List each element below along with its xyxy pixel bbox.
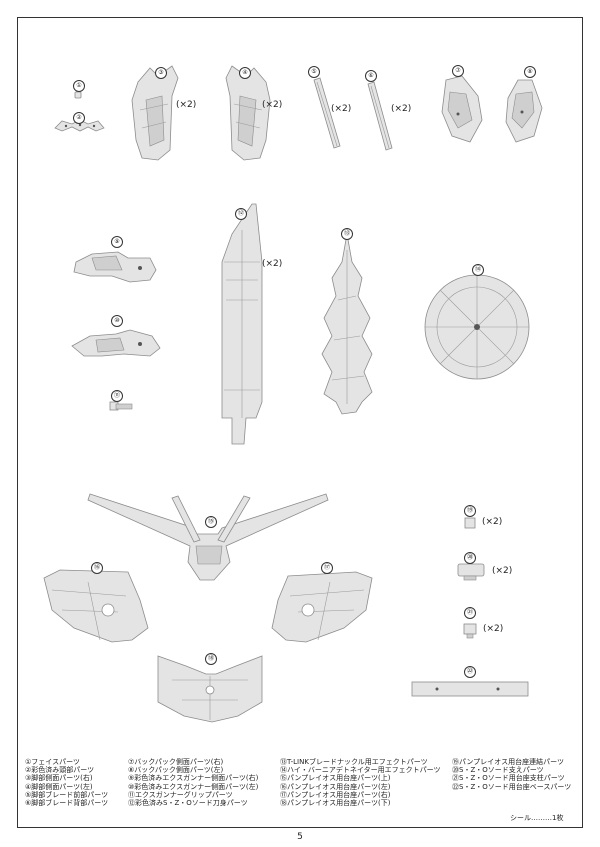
legend-item: ⑬T-LINKブレードナックル用エフェクトパーツ — [280, 758, 428, 766]
part-number-22: ㉒ — [464, 666, 476, 678]
part-16-base-left-shape — [43, 569, 149, 643]
part-number-17: ⑰ — [321, 562, 333, 574]
part-5-blade-front-shape — [313, 77, 341, 149]
part-12-quantity: (×2) — [262, 259, 283, 269]
legend-column-3: ⑬T-LINKブレードナックル用エフェクトパーツ ⑭ハイ・バーニアデトネイター用… — [280, 758, 440, 807]
legend-item: ⑱パンプレイオス用台座パーツ(下) — [280, 799, 391, 808]
part-4-quantity: (×2) — [262, 100, 283, 110]
part-3-quantity: (×2) — [176, 100, 197, 110]
legend-item: ⑩彩色済みエクスガンナー側面パーツ(左) — [128, 782, 259, 791]
part-number-13: ⑬ — [341, 228, 353, 240]
part-14-disc-effect-shape — [424, 274, 530, 380]
part-19-connector-shape — [464, 517, 476, 529]
legend-item: ⑭ハイ・バーニアデトネイター用エフェクトパーツ — [280, 766, 441, 775]
part-20-support-shape — [457, 563, 485, 581]
part-number-8: ⑧ — [524, 66, 536, 78]
part-2-head-shape — [54, 119, 105, 132]
legend-item: ⑮パンプレイオス用台座パーツ(上) — [280, 774, 391, 783]
legend-item: ⑲パンプレイオス用台座連結パーツ — [452, 758, 564, 766]
part-3-leg-side-right-shape — [131, 65, 179, 161]
part-number-11: ⑪ — [111, 390, 123, 402]
part-11-grip-shape — [109, 401, 133, 411]
part-21-quantity: (×2) — [483, 624, 504, 634]
part-18-base-bottom-shape — [157, 655, 263, 723]
part-6-blade-back-shape — [367, 81, 393, 151]
part-number-10: ⑩ — [111, 315, 123, 327]
part-6-quantity: (×2) — [391, 104, 412, 114]
part-number-6: ⑥ — [365, 70, 377, 82]
legend-item: ⑫彩色済みS・Z・Oソード刀身パーツ — [128, 799, 248, 808]
legend-item: ⑨彩色済みエクスガンナー側面パーツ(右) — [128, 774, 259, 783]
legend-item: ⑯パンプレイオス用台座パーツ(左) — [280, 782, 391, 791]
page-number: 5 — [297, 832, 303, 842]
part-12-sword-shape — [221, 203, 263, 445]
legend-item: ⑳S・Z・Oソード支えパーツ — [452, 766, 544, 775]
part-number-20: ⑳ — [464, 552, 476, 564]
legend-item: ④脚部側面パーツ(左) — [25, 782, 93, 791]
legend-item: ⑰パンプレイオス用台座パーツ(右) — [280, 790, 391, 799]
part-number-21: ㉑ — [464, 607, 476, 619]
legend-item: ⑥脚部ブレード背部パーツ — [25, 799, 109, 808]
page-frame — [17, 17, 583, 828]
part-number-4: ④ — [239, 67, 251, 79]
legend-item: ⑧バックパック側面パーツ(左) — [128, 766, 224, 775]
part-21-pillar-shape — [463, 623, 477, 639]
part-number-5: ⑤ — [308, 66, 320, 78]
legend-item: ⑤脚部ブレード前部パーツ — [25, 790, 109, 799]
part-17-base-right-shape — [271, 571, 373, 643]
legend-item: ⑪エクスガンナーグリップパーツ — [128, 790, 233, 799]
part-15-base-top-shape — [87, 493, 329, 581]
part-7-backpack-right-shape — [441, 75, 483, 143]
part-5-quantity: (×2) — [331, 104, 352, 114]
legend-item: ①フェイスパーツ — [25, 758, 80, 766]
legend-column-2: ⑦バックパック側面パーツ(右) ⑧バックパック側面パーツ(左) ⑨彩色済みエクス… — [128, 758, 258, 807]
part-9-exgunner-right-shape — [73, 251, 157, 283]
part-number-3: ③ — [155, 67, 167, 79]
part-number-19: ⑲ — [464, 505, 476, 517]
part-number-18: ⑱ — [205, 653, 217, 665]
part-number-1: ① — [73, 80, 85, 92]
part-10-exgunner-left-shape — [71, 329, 161, 357]
part-number-16: ⑯ — [91, 562, 103, 574]
legend-column-4: ⑲パンプレイオス用台座連結パーツ ⑳S・Z・Oソード支えパーツ ㉑S・Z・Oソー… — [452, 758, 571, 791]
part-number-14: ⑭ — [472, 264, 484, 276]
part-20-quantity: (×2) — [492, 566, 513, 576]
part-13-flame-effect-shape — [321, 233, 373, 415]
part-number-2: ② — [73, 112, 85, 124]
legend-item: ㉑S・Z・Oソード用台座支柱パーツ — [452, 774, 565, 783]
part-8-backpack-left-shape — [505, 79, 543, 143]
legend-item: ③脚部側面パーツ(右) — [25, 774, 93, 783]
part-19-quantity: (×2) — [482, 517, 503, 527]
part-22-sword-base-shape — [411, 681, 529, 697]
part-number-9: ⑨ — [111, 236, 123, 248]
part-1-face-shape — [74, 91, 82, 99]
legend-column-1: ①フェイスパーツ ②彩色済み頭部パーツ ③脚部側面パーツ(右) ④脚部側面パーツ… — [25, 758, 108, 807]
legend-item: ⑦バックパック側面パーツ(右) — [128, 758, 224, 766]
legend-item: ㉒S・Z・Oソード用台座ベースパーツ — [452, 782, 572, 791]
part-number-7: ⑦ — [452, 65, 464, 77]
part-number-15: ⑮ — [205, 516, 217, 528]
seal-count: シール………1枚 — [510, 814, 564, 822]
part-number-12: ⑫ — [235, 208, 247, 220]
part-4-leg-side-left-shape — [225, 65, 271, 161]
legend-item: ②彩色済み頭部パーツ — [25, 766, 95, 775]
